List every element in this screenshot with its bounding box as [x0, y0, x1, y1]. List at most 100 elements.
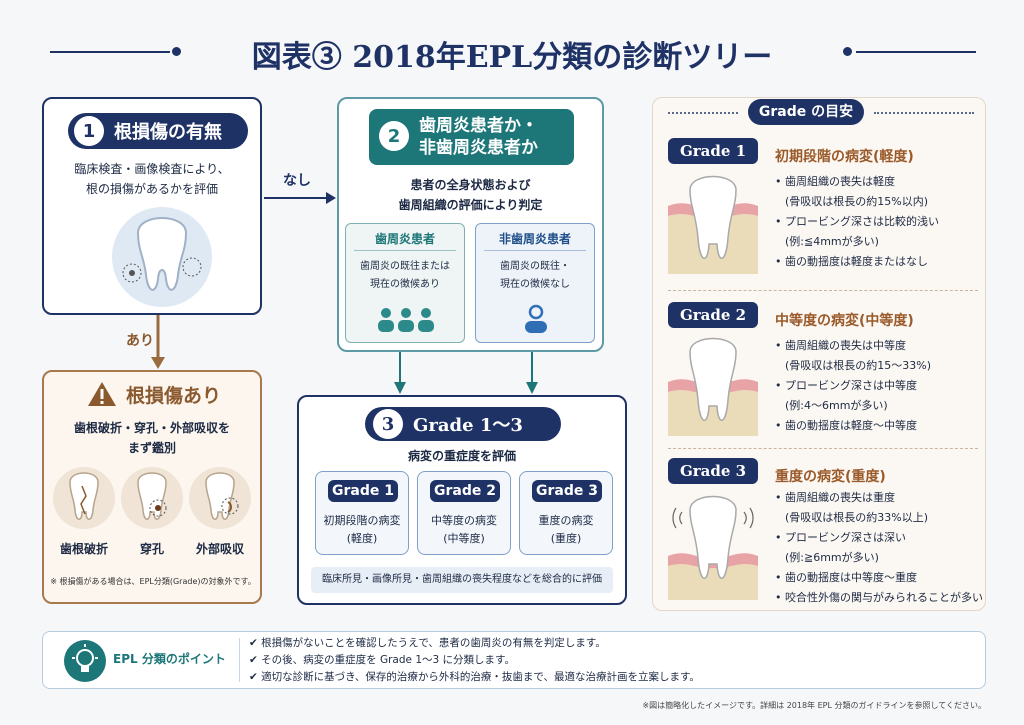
grade2-desc-line2: (中等度) — [443, 532, 485, 545]
grade3-desc-line2: (重度) — [550, 532, 582, 545]
step3-number: 3 — [373, 409, 403, 439]
guide-grade2-label: Grade 2 — [668, 302, 758, 328]
title-rule-left — [50, 51, 170, 53]
grade2-label: Grade 2 — [430, 480, 500, 502]
point-line1: ✔ 根損傷がないことを確認したうえで、患者の歯周炎の有無を判定します。 — [249, 637, 606, 649]
g3-line5: • 歯の動揺度は中等度〜重度 — [775, 571, 917, 584]
point-line3: ✔ 適切な診断に基づき、保存的治療から外科的治療・抜歯まで、最適な治療計画を立案… — [249, 671, 700, 683]
g3-line4: (例:≧6mmが多い) — [785, 551, 879, 564]
perio-label: 歯周炎患者 — [374, 232, 435, 246]
guide-divider-2 — [668, 448, 978, 449]
root-damage-title: 根損傷あり — [126, 384, 222, 407]
grade1-desc-line1: 初期段階の病変 — [323, 514, 401, 527]
epl-point-divider — [239, 638, 241, 682]
grade3-desc-line1: 重度の病変 — [538, 514, 594, 527]
guide-grade1-label: Grade 1 — [668, 138, 758, 164]
guide-grade2-title: 中等度の病変(中等度) — [775, 313, 914, 329]
grade1-desc: 初期段階の病変 (軽度) — [316, 512, 408, 548]
g1-line3: • プロービング深さは比較的浅い — [775, 215, 939, 228]
epl-point-label: EPL 分類のポイント — [113, 652, 226, 666]
step2-title-line2: 非歯周炎患者か — [419, 138, 538, 158]
perforation-icon — [121, 467, 183, 529]
root-damage-header: 根損傷あり — [86, 380, 221, 408]
title-rule-right — [856, 51, 976, 53]
g2-line4: (例:4〜6mmが多い) — [785, 399, 888, 412]
step3-desc: 病変の重症度を評価 — [407, 449, 516, 463]
perio-desc-line2: 現在の徴候あり — [370, 279, 440, 290]
g1-line2: (骨吸収は根長の約15%以内) — [785, 195, 929, 208]
nonperio-desc-line1: 歯周炎の既往・ — [500, 261, 570, 272]
epl-point-list: ✔ 根損傷がないことを確認したうえで、患者の歯周炎の有無を判定します。 ✔ その… — [249, 635, 700, 686]
perio-card: 歯周炎患者 歯周炎の既往または 現在の徴候あり — [345, 223, 465, 343]
perio-desc-line1: 歯周炎の既往または — [360, 261, 450, 272]
grade2-desc: 中等度の病変 (中等度) — [418, 512, 510, 548]
step2-box: 2 歯周炎患者か・ 非歯周炎患者か 患者の全身状態および 歯周組織の評価により判… — [337, 97, 604, 352]
grade1-desc-line2: (軽度) — [346, 532, 378, 545]
guide-grade3-list: • 歯周組織の喪失は重度 (骨吸収は根長の約33%以上) • プロービング深さは… — [775, 488, 983, 608]
root-item-fracture: 歯根破折 — [59, 542, 108, 556]
guide-dots-right — [874, 112, 974, 114]
step1-desc-line1: 臨床検査・画像検査により、 — [74, 162, 230, 176]
g2-line3: • プロービング深さは中等度 — [775, 379, 917, 392]
root-fracture-icon — [53, 467, 115, 529]
nonperio-desc-line2: 現在の徴候なし — [500, 279, 570, 290]
tooth-grade1-icon — [668, 175, 758, 274]
warning-icon — [88, 382, 116, 406]
step1-header: 1 根損傷の有無 — [68, 113, 248, 149]
guide-dots-left — [668, 112, 738, 114]
point-line2: ✔ その後、病変の重症度を Grade 1〜3 に分類します。 — [249, 654, 515, 666]
root-item-perforation: 穿孔 — [139, 542, 164, 556]
step2-title: 歯周炎患者か・ 非歯周炎患者か — [419, 115, 538, 159]
g2-line5: • 歯の動揺度は軽度〜中等度 — [775, 419, 917, 432]
external-resorption-icon — [189, 467, 251, 529]
guide-grade3-title: 重度の病変(重度) — [775, 469, 886, 485]
grade2-card: Grade 2 中等度の病変 (中等度) — [417, 471, 511, 555]
step3-footer: 臨床所見・画像所見・歯周組織の喪失程度などを総合的に評価 — [311, 567, 613, 593]
root-note: ※ 根損傷がある場合は、EPL分類(Grade)の対象外です。 — [50, 577, 256, 586]
lightbulb-icon — [64, 640, 106, 682]
guide-grade3-label: Grade 3 — [668, 458, 758, 484]
nonperio-card: 非歯周炎患者 歯周炎の既往・ 現在の徴候なし — [475, 223, 595, 343]
g1-line5: • 歯の動揺度は軽度またはなし — [775, 255, 928, 268]
step1-desc: 臨床検査・画像検査により、 根の損傷があるかを評価 — [44, 159, 260, 199]
title-dot-left — [172, 47, 181, 56]
step2-desc-line1: 患者の全身状態および — [410, 178, 531, 192]
page-title: 図表③ 2018年EPL分類の診断ツリー — [251, 40, 773, 75]
root-desc-line2: まず鑑別 — [127, 441, 176, 455]
grade1-card: Grade 1 初期段階の病変 (軽度) — [315, 471, 409, 555]
step1-number: 1 — [74, 116, 104, 146]
root-item-resorption: 外部吸収 — [195, 542, 244, 556]
guide-grade2-list: • 歯周組織の喪失は中等度 (骨吸収は根長の約15〜33%) • プロービング深… — [775, 336, 931, 436]
arrow-down-brown-icon — [151, 315, 165, 369]
step2-desc-line2: 歯周組織の評価により判定 — [398, 198, 543, 212]
guide-grade1-list: • 歯周組織の喪失は軽度 (骨吸収は根長の約15%以内) • プロービング深さは… — [775, 172, 939, 272]
tooth-grade3-icon — [668, 495, 758, 600]
tooth-root-check-icon — [112, 207, 212, 307]
title-dot-right — [843, 47, 852, 56]
arrow-down-nonperio-icon — [526, 352, 538, 394]
title-bar: 図表③ 2018年EPL分類の診断ツリー — [0, 28, 1024, 78]
g3-line6: • 咬合性外傷の関与がみられることが多い — [775, 591, 983, 604]
credit-note: ※図は簡略化したイメージです。詳細は 2018年 EPL 分類のガイドラインを参… — [642, 701, 986, 710]
nonperio-divider — [484, 250, 586, 251]
step1-desc-line2: 根の損傷があるかを評価 — [85, 182, 218, 196]
step2-title-line1: 歯周炎患者か・ — [419, 116, 538, 136]
arrow-down-perio-icon — [394, 352, 406, 394]
perio-divider — [354, 250, 456, 251]
step2-desc: 患者の全身状態および 歯周組織の評価により判定 — [339, 175, 602, 215]
g3-line2: (骨吸収は根長の約33%以上) — [785, 511, 929, 524]
root-damage-desc: 歯根破折・穿孔・外部吸収を まず鑑別 — [44, 418, 260, 458]
arrow-label-yes: あり — [126, 333, 154, 349]
grade2-desc-line1: 中等度の病変 — [431, 514, 497, 527]
tooth-grade2-icon — [668, 337, 758, 436]
step1-title: 根損傷の有無 — [114, 122, 222, 143]
epl-point-box: EPL 分類のポイント ✔ 根損傷がないことを確認したうえで、患者の歯周炎の有無… — [42, 631, 986, 689]
root-desc-line1: 歯根破折・穿孔・外部吸収を — [73, 421, 230, 435]
grade3-label: Grade 3 — [532, 480, 602, 502]
g2-line1: • 歯周組織の喪失は中等度 — [775, 339, 906, 352]
nonperio-label: 非歯周炎患者 — [498, 232, 571, 246]
guide-heading: Grade の目安 — [748, 99, 864, 125]
step3-box: 3 Grade 1〜3 病変の重症度を評価 Grade 1 初期段階の病変 (軽… — [297, 395, 627, 605]
guide-divider-1 — [668, 290, 978, 291]
step2-number: 2 — [379, 121, 409, 151]
